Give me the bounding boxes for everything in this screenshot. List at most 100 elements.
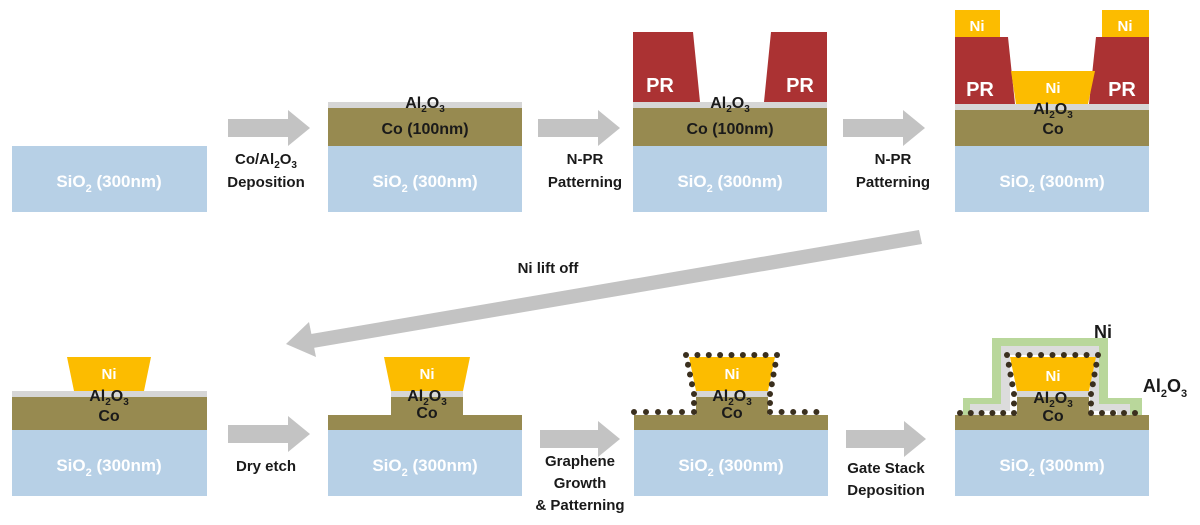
graphene-dot [1049,352,1056,358]
al2o3-label: Al2O3 [1033,390,1073,410]
sio2-label: SiO2 (300nm) [372,456,477,479]
step-4-label: Ni lift off [518,260,580,277]
graphene-dot [1095,352,1101,358]
step-2-label-line1: N-PR [567,151,604,168]
co-layer [12,397,207,430]
graphene-dot [774,352,780,358]
ni-mask [384,357,470,391]
ni-on-pr-right [1102,10,1149,37]
graphene-dot [767,391,773,397]
co-mesa [1017,397,1089,415]
graphene-dot [1072,352,1079,358]
pr-left-label: PR [966,79,994,101]
graphene-dot [1088,391,1094,397]
graphene-dot [767,400,773,406]
co-mesa [391,397,463,415]
graphene-dot [717,352,724,358]
graphene-dot [1038,352,1045,358]
al2o3-layer [12,391,207,397]
sio2-label: SiO2 (300nm) [677,172,782,195]
pr-left-block [633,32,700,102]
co-label: Co [721,405,743,422]
graphene-dot [1015,352,1022,358]
lift-off-arrow-shaft [311,230,922,348]
graphene-dot [683,352,689,358]
co-mesa [696,397,768,415]
pr-right-block [764,32,827,102]
ni-center-label: Ni [1046,80,1061,97]
panel-8-gate-stack: Ni Al2O3 Co SiO2 (300nm) Ni Al2O3 [955,322,1187,496]
al2o3-mesa [391,391,463,397]
ni-label: Ni [420,366,435,383]
co-label: Co [1042,408,1064,425]
ni-mask [67,357,151,391]
ni-label: Ni [725,366,740,383]
pr-left-label: PR [646,75,674,97]
co-label: Co [98,408,120,425]
sio2-layer [955,146,1149,212]
graphene-dot [691,409,697,415]
graphene-dot [1088,400,1094,407]
graphene-dot [762,352,769,358]
graphene-dot [1011,410,1017,416]
graphene-dot [989,410,996,416]
co-label: Co [1042,121,1064,138]
graphene-dot [643,409,649,415]
graphene-dot [1110,410,1116,416]
sio2-layer [633,146,827,212]
gate-ni-callout: Ni [1094,322,1112,342]
panel-1-substrate: SiO2 (300nm) [12,146,207,212]
graphene-dot [1007,371,1014,378]
graphene-dot [691,400,697,406]
ni-on-pr-left [955,10,1000,37]
co-label: Co [416,405,438,422]
graphene-dot [768,381,775,388]
ni-in-opening [1011,71,1095,104]
process-arrow-3 [843,110,925,146]
graphene-dot [1011,400,1017,407]
graphene-dot [778,409,785,415]
graphene-dot [1093,361,1100,368]
graphene-dot [770,371,777,378]
ni-label: Ni [102,366,117,383]
graphene-dot [685,361,691,368]
sio2-label: SiO2 (300nm) [999,172,1104,195]
co-layer [633,108,827,146]
step-2-label-line2: Patterning [548,174,622,191]
ni-right-label: Ni [1118,18,1133,35]
al2o3-layer [633,102,827,108]
al2o3-label: Al2O3 [405,95,445,115]
graphene-dot [1099,410,1105,416]
step-6-label-line1: Graphene [545,453,615,470]
sio2-label: SiO2 (300nm) [372,172,477,195]
ni-label: Ni [1046,368,1061,385]
graphene-dot [813,409,820,415]
panel-4-ni-deposition: Ni Ni Ni PR PR Al2O3 Co SiO2 (300nm) [955,10,1149,212]
al2o3-layer [328,102,522,108]
al2o3-layer [955,104,1149,110]
co-base-layer [955,415,1149,430]
step-5-label: Dry etch [236,458,296,475]
pr-right-label: PR [786,75,814,97]
graphene-dot [772,361,779,368]
graphene-dot [1132,410,1138,416]
al2o3-mesa [696,391,768,397]
graphene-dot [1000,410,1007,416]
sio2-label: SiO2 (300nm) [678,456,783,479]
pr-left-block [955,37,1015,104]
sio2-layer [12,430,207,496]
graphene-dot [679,409,685,415]
step-3-label-line1: N-PR [875,151,912,168]
co-label: Co (100nm) [381,121,468,138]
ni-mask [689,357,775,391]
sio2-label: SiO2 (300nm) [56,172,161,195]
co-base-layer [634,415,828,430]
sio2-layer [328,430,522,496]
graphene-dot [705,352,712,358]
al2o3-mesa [1017,391,1089,397]
graphene-dot [790,409,797,415]
graphene-dot [957,410,963,416]
graphene-dot [801,409,808,415]
graphene-dot [1121,410,1127,416]
